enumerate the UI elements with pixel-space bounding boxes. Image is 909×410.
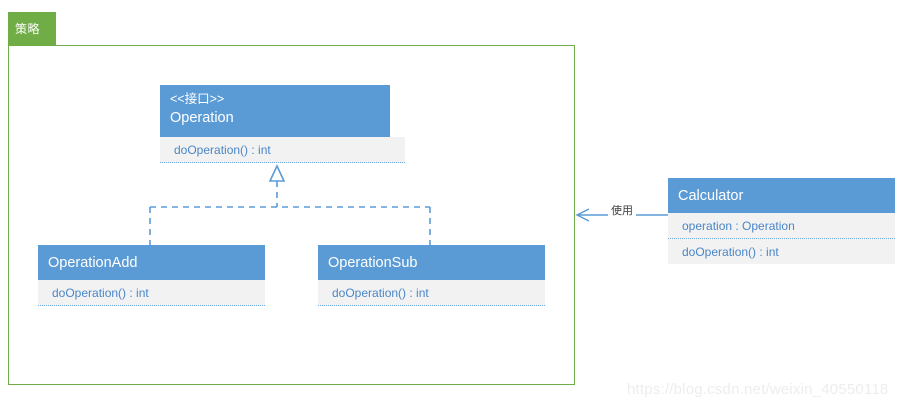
class-header-calculator: Calculator [668,178,895,213]
class-member-operation-sub-0: doOperation() : int [318,280,545,306]
package-tab-label: 策略 [15,22,41,36]
class-box-operation[interactable]: <<接口>> Operation doOperation() : int [160,85,405,163]
class-body-operation: doOperation() : int [160,137,405,163]
class-name-operation-sub: OperationSub [328,255,418,271]
class-member-operation-0: doOperation() : int [160,137,405,163]
class-body-operation-add: doOperation() : int [38,280,265,306]
uses-arrowhead [575,208,590,222]
class-header-operation-sub: OperationSub [318,245,545,280]
class-member-operation-add-0: doOperation() : int [38,280,265,306]
class-name-operation-add: OperationAdd [48,255,138,271]
class-attribute-calculator-0: operation : Operation [668,213,895,239]
class-box-operation-add[interactable]: OperationAdd doOperation() : int [38,245,265,306]
uses-relationship-label: 使用 [608,205,636,218]
class-body-calculator: operation : Operation doOperation() : in… [668,213,895,264]
watermark-text: https://blog.csdn.net/weixin_40550118 [627,381,889,398]
class-box-operation-sub[interactable]: OperationSub doOperation() : int [318,245,545,306]
class-name-operation: Operation [170,110,234,126]
class-box-calculator[interactable]: Calculator operation : Operation doOpera… [668,178,895,264]
class-method-calculator-0: doOperation() : int [682,245,779,259]
class-name-calculator: Calculator [678,188,744,204]
class-body-operation-sub: doOperation() : int [318,280,545,306]
class-stereotype-operation: <<接口>> [170,92,225,106]
class-header-operation-add: OperationAdd [38,245,265,280]
package-tab[interactable]: 策略 [8,12,56,46]
class-header-operation: <<接口>> Operation [160,85,390,137]
